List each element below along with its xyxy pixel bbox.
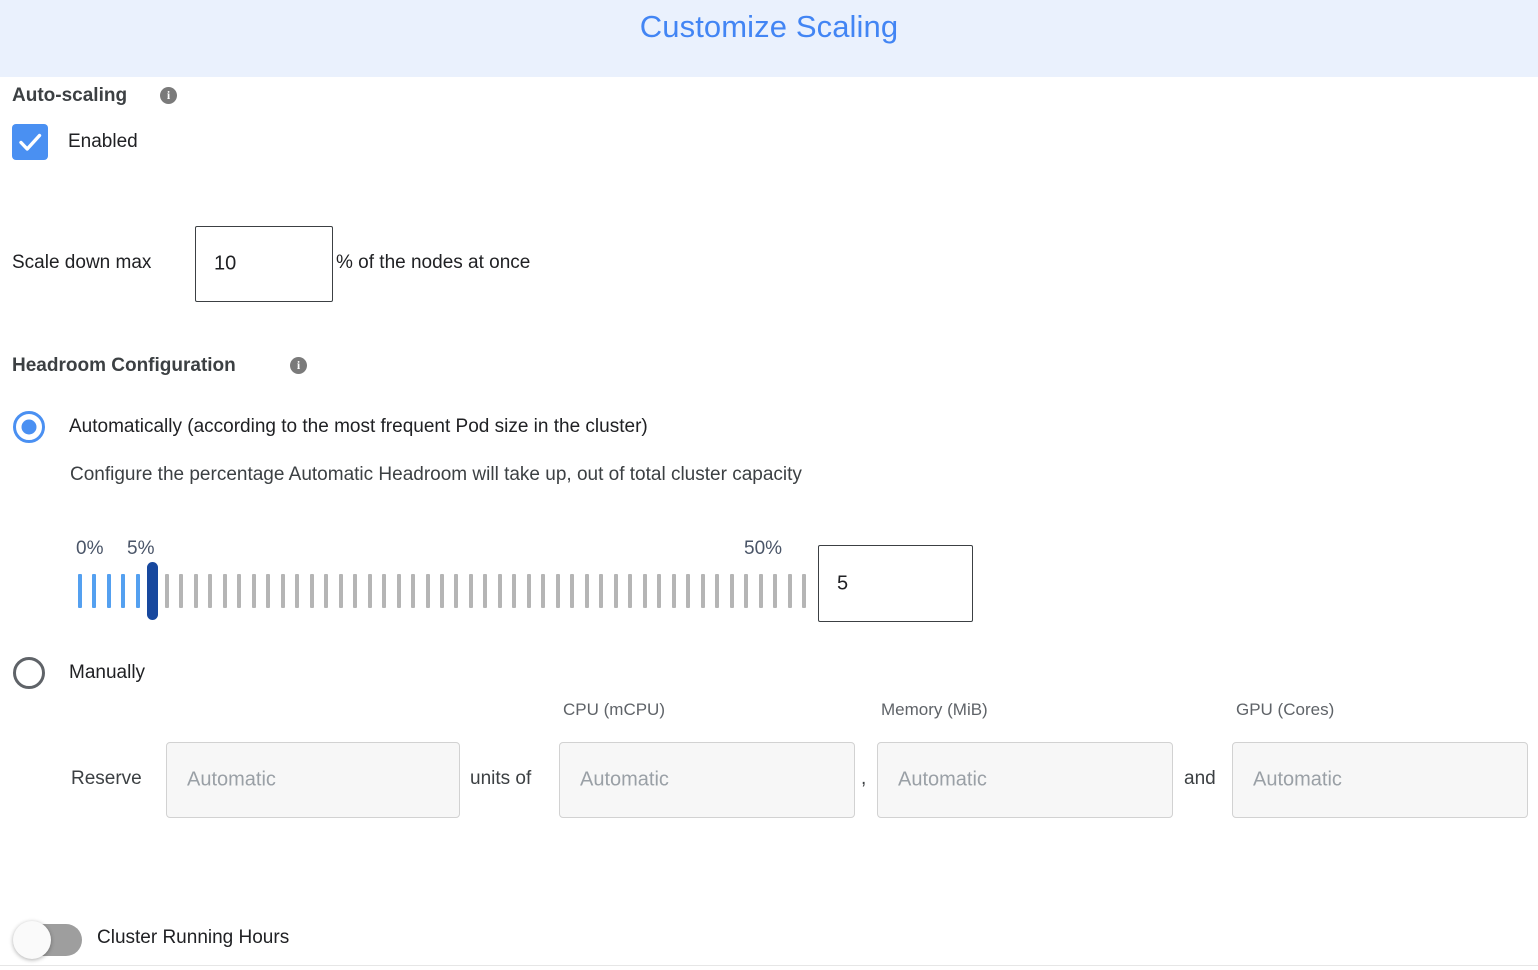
slider-tick[interactable] — [497, 574, 502, 608]
slider-thumb[interactable] — [146, 562, 158, 620]
gpu-field-header: GPU (Cores) — [1236, 700, 1335, 719]
radio-headroom-automatic-label: Automatically (according to the most fre… — [69, 416, 648, 437]
reserve-units-placeholder: Automatic — [187, 768, 276, 791]
auto-scaling-enabled-checkbox[interactable] — [12, 124, 48, 160]
slider-min-label: 0% — [76, 538, 104, 559]
slider-tick[interactable] — [425, 574, 430, 608]
headroom-percentage-value: 5 — [837, 572, 849, 594]
slider-tick[interactable] — [251, 574, 256, 608]
reserve-memory-input[interactable]: Automatic — [877, 742, 1173, 818]
slider-tick[interactable] — [106, 574, 111, 608]
slider-tick[interactable] — [454, 574, 459, 608]
slider-tick[interactable] — [78, 574, 82, 608]
slider-tick[interactable] — [526, 574, 531, 608]
reserve-memory-placeholder: Automatic — [898, 768, 987, 791]
slider-tick[interactable] — [729, 574, 734, 608]
slider-tick[interactable] — [237, 574, 242, 608]
check-icon — [19, 133, 42, 151]
slider-tick[interactable] — [164, 574, 169, 608]
slider-tick[interactable] — [208, 574, 213, 608]
slider-tick[interactable] — [338, 574, 343, 608]
info-icon[interactable]: i — [290, 357, 307, 374]
slider-current-label: 5% — [127, 538, 155, 559]
slider-tick[interactable] — [440, 574, 444, 608]
radio-headroom-manually[interactable] — [13, 657, 45, 689]
slider-tick[interactable] — [382, 574, 387, 608]
slider-tick[interactable] — [309, 574, 314, 608]
slider-tick[interactable] — [555, 574, 560, 608]
slider-tick[interactable] — [179, 574, 184, 608]
scale-down-max-label: Scale down max — [12, 252, 152, 273]
slider-tick[interactable] — [613, 574, 618, 608]
slider-tick[interactable] — [483, 574, 488, 608]
slider-tick[interactable] — [628, 574, 633, 608]
radio-headroom-manually-label: Manually — [69, 662, 146, 683]
memory-field-header: Memory (MiB) — [881, 700, 988, 719]
cpu-field-header: CPU (mCPU) — [563, 700, 665, 719]
slider-tick[interactable] — [468, 574, 473, 608]
slider-tick[interactable] — [787, 574, 792, 608]
slider-tick[interactable] — [758, 574, 763, 608]
radio-headroom-automatic[interactable] — [13, 411, 45, 443]
slider-tick[interactable] — [599, 574, 604, 608]
reserve-units-input[interactable]: Automatic — [166, 742, 460, 818]
toggle-knob — [13, 921, 51, 959]
reserve-gpu-input[interactable]: Automatic — [1232, 742, 1528, 818]
slider-tick[interactable] — [642, 574, 647, 608]
reserve-cpu-placeholder: Automatic — [580, 768, 669, 791]
reserve-cpu-input[interactable]: Automatic — [559, 742, 855, 818]
slider-tick[interactable] — [744, 574, 749, 608]
units-of-label: units of — [470, 768, 532, 789]
auto-scaling-enabled-label: Enabled — [68, 131, 138, 152]
slider-tick[interactable] — [295, 574, 300, 608]
slider-tick[interactable] — [671, 574, 676, 608]
reserve-gpu-placeholder: Automatic — [1253, 768, 1342, 791]
page-title: Customize Scaling — [639, 9, 899, 44]
info-icon[interactable]: i — [160, 87, 177, 104]
slider-tick[interactable] — [353, 574, 358, 608]
headroom-automatic-description: Configure the percentage Automatic Headr… — [70, 464, 802, 485]
auto-scaling-heading: Auto-scaling — [12, 85, 128, 106]
headroom-percentage-input[interactable]: 5 — [818, 545, 973, 622]
slider-tick[interactable] — [92, 574, 97, 608]
cluster-running-hours-label: Cluster Running Hours — [97, 927, 290, 948]
slider-tick[interactable] — [121, 574, 126, 608]
scale-down-max-value: 10 — [214, 252, 237, 275]
slider-tick[interactable] — [280, 574, 285, 608]
headroom-configuration-heading: Headroom Configuration — [12, 355, 236, 376]
slider-tick[interactable] — [193, 574, 198, 608]
headroom-percentage-slider[interactable] — [78, 562, 806, 620]
slider-tick[interactable] — [266, 574, 271, 608]
slider-tick[interactable] — [135, 574, 140, 608]
slider-tick[interactable] — [367, 574, 372, 608]
slider-tick[interactable] — [686, 574, 691, 608]
dialog-header-band — [0, 0, 1538, 77]
slider-track[interactable] — [78, 574, 806, 608]
slider-tick[interactable] — [324, 574, 329, 608]
slider-tick[interactable] — [541, 574, 546, 608]
slider-tick[interactable] — [773, 574, 778, 608]
reserve-label: Reserve — [71, 768, 142, 789]
slider-tick[interactable] — [700, 574, 705, 608]
slider-tick[interactable] — [396, 574, 401, 608]
slider-tick[interactable] — [657, 574, 662, 608]
slider-tick[interactable] — [570, 574, 575, 608]
comma-separator: , — [861, 768, 867, 789]
slider-tick[interactable] — [512, 574, 517, 608]
radio-dot — [21, 419, 37, 435]
bottom-divider — [0, 965, 1538, 966]
slider-tick[interactable] — [222, 574, 227, 608]
scale-down-max-input[interactable]: 10 — [195, 226, 333, 302]
slider-tick[interactable] — [715, 574, 720, 608]
cluster-running-hours-toggle[interactable] — [13, 921, 82, 959]
scale-down-max-suffix: % of the nodes at once — [336, 252, 531, 273]
slider-tick[interactable] — [411, 574, 416, 608]
slider-tick[interactable] — [802, 574, 806, 608]
and-separator: and — [1184, 768, 1216, 789]
slider-max-label: 50% — [744, 538, 783, 559]
slider-tick[interactable] — [584, 574, 589, 608]
